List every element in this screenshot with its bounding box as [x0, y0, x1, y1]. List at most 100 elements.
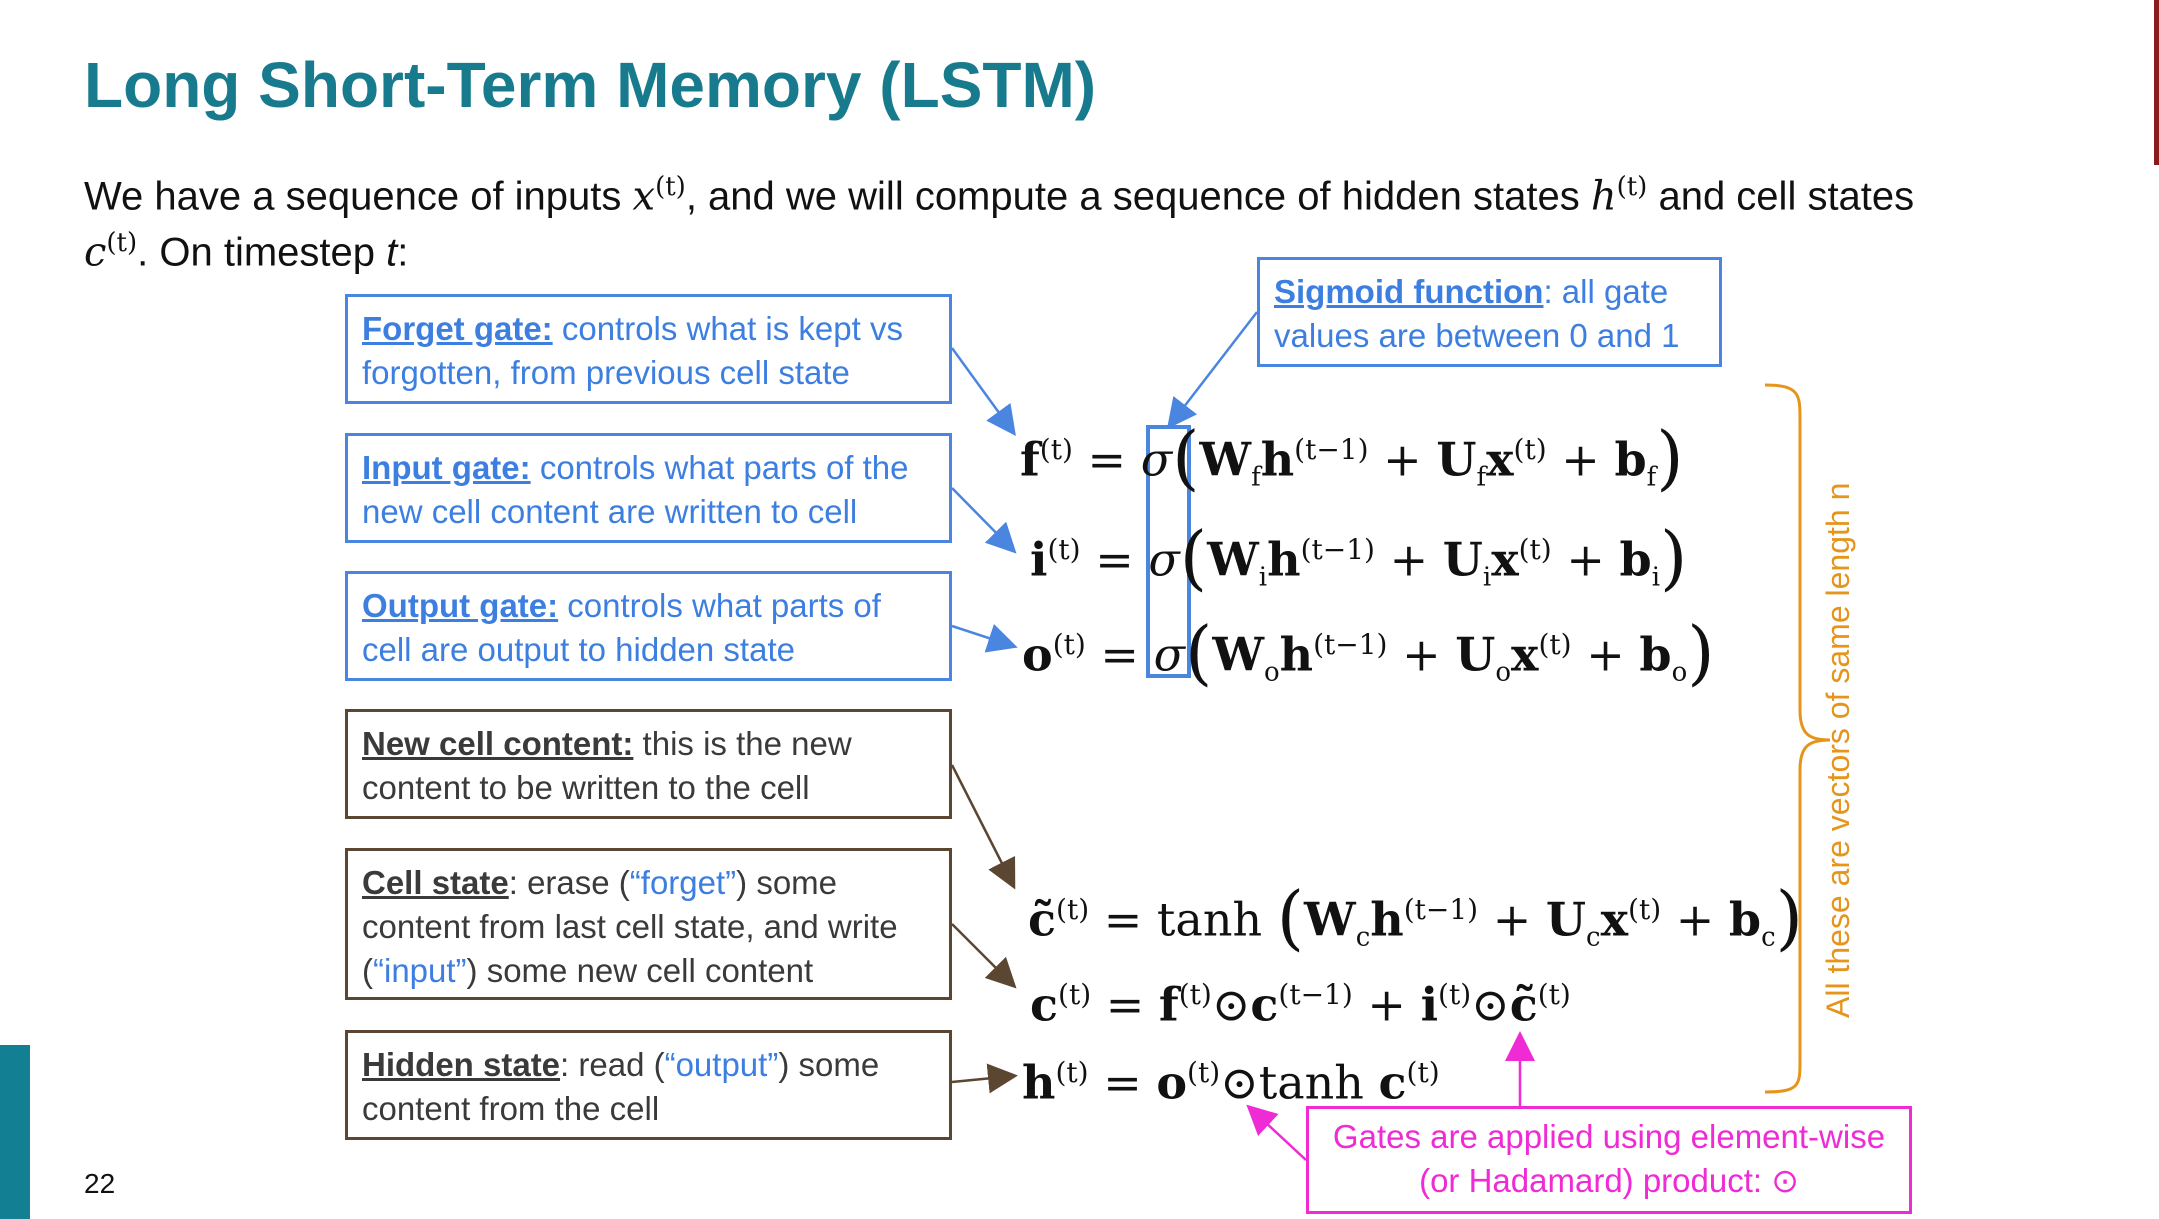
intro-text-e: : [397, 230, 409, 275]
eq-f-sup: (t) [1039, 433, 1073, 466]
eq-i-x: x [1491, 532, 1519, 587]
input-gate-box: Input gate: controls what parts of the n… [345, 433, 952, 543]
eq-f-equals: = [1087, 432, 1127, 487]
eq-h-csup: (t) [1406, 1056, 1440, 1089]
hidden-state-arrow [951, 1063, 1018, 1094]
eq-ct-tanh: tanh [1156, 892, 1263, 947]
c-variable: c [84, 229, 107, 276]
intro-line-1: We have a sequence of inputs x(t), and w… [84, 172, 1914, 219]
equation-new-cell-content: c̃(t) = tanh (Wch(t−1) + Ucx(t) + bc) [1028, 880, 1803, 968]
eq-o-U: U [1455, 627, 1496, 682]
slide-title: Long Short-Term Memory (LSTM) [84, 49, 1097, 121]
equation-cell-state: c(t) = f(t)⊙c(t−1) + i(t)⊙c̃(t) [1030, 965, 1571, 1034]
eq-ct-W: W [1304, 892, 1356, 947]
hidden-state-box: Hidden state: read (“output”) some conte… [345, 1030, 952, 1140]
intro-text-d: . On timestep [137, 230, 387, 275]
hadamard-note-box: Gates are applied using element-wise (or… [1306, 1106, 1912, 1214]
c-superscript: (t) [106, 228, 138, 258]
hadamard-note-line-1: Gates are applied using element-wise [1332, 1118, 1886, 1155]
eq-h-o: o [1156, 1055, 1188, 1110]
eq-i-Usub: i [1482, 562, 1492, 593]
eq-c-i: i [1420, 977, 1439, 1032]
output-gate-keyword: Output gate: [362, 587, 559, 624]
eq-f-xsup: (t) [1513, 433, 1547, 466]
input-gate-text: controls what parts of the new cell cont… [362, 449, 909, 530]
eq-ct-equals: = [1103, 892, 1143, 947]
eq-ct-lhs: c̃ [1028, 892, 1057, 947]
eq-o-sup: (t) [1052, 628, 1086, 661]
t-variable: t [386, 230, 398, 275]
eq-i-plus2: + [1566, 532, 1605, 587]
eq-h-tanh: tanh [1258, 1055, 1364, 1110]
eq-i-sup: (t) [1047, 533, 1081, 566]
eq-o-xsup: (t) [1538, 628, 1572, 661]
output-gate-text: controls what parts of cell are output t… [362, 587, 881, 668]
eq-f-lhs: f [1020, 432, 1040, 487]
eq-c-cprev: c [1250, 977, 1279, 1032]
eq-o-plus2: + [1586, 627, 1625, 682]
eq-ct-bsub: c [1761, 922, 1776, 953]
cell-state-forget-quote: “forget” [629, 864, 737, 901]
eq-o-lparen: ( [1185, 611, 1213, 694]
eq-o-rparen: ) [1687, 611, 1715, 694]
sigmoid-arrow [1166, 311, 1258, 429]
x-superscript: (t) [655, 172, 686, 202]
cell-state-box: Cell state: erase (“forget”) some conten… [345, 848, 952, 1000]
eq-f-Wsub: f [1251, 462, 1261, 493]
eq-f-rparen: ) [1656, 416, 1684, 499]
eq-o-b: b [1639, 627, 1672, 682]
eq-o-bsub: o [1671, 657, 1688, 688]
input-gate-keyword: Input gate: [362, 449, 531, 486]
eq-ct-xsup: (t) [1628, 893, 1662, 926]
eq-h-odot: ⊙ [1220, 1055, 1259, 1110]
eq-c-odot1: ⊙ [1211, 977, 1251, 1032]
eq-c-f: f [1158, 977, 1179, 1032]
eq-i-lhs: i [1030, 532, 1048, 587]
new-cell-content-keyword: New cell content: [362, 725, 634, 762]
eq-c-lhs: c [1030, 977, 1059, 1032]
eq-i-Wsub: i [1258, 562, 1268, 593]
forget-gate-keyword: Forget gate: [362, 310, 553, 347]
eq-c-odot2: ⊙ [1471, 977, 1510, 1032]
forget-gate-arrow [950, 347, 1016, 437]
eq-o-W: W [1212, 627, 1264, 682]
eq-c-isup: (t) [1438, 978, 1472, 1011]
output-gate-box: Output gate: controls what parts of cell… [345, 571, 952, 681]
eq-o-equals: = [1100, 627, 1139, 682]
eq-ct-U: U [1545, 892, 1587, 947]
cell-state-keyword: Cell state [362, 864, 509, 901]
eq-i-rparen: ) [1660, 516, 1688, 599]
h-superscript: (t) [1616, 172, 1648, 202]
eq-ct-sup: (t) [1056, 893, 1090, 926]
eq-i-W: W [1207, 532, 1259, 587]
eq-i-hsup: (t−1) [1300, 533, 1375, 566]
equation-hidden-state: h(t) = o(t)⊙tanh c(t) [1022, 1043, 1440, 1112]
eq-c-ct: c̃ [1509, 977, 1538, 1032]
eq-i-xsup: (t) [1518, 533, 1552, 566]
equation-forget-gate: f(t) = σ(Wfh(t−1) + Ufx(t) + bf) [1020, 420, 1684, 508]
eq-f-plus1: + [1383, 432, 1422, 487]
eq-ct-rparen: ) [1775, 876, 1803, 959]
eq-h-c: c [1378, 1055, 1407, 1110]
eq-f-plus2: + [1561, 432, 1600, 487]
intro-text-b: , and we will compute a sequence of hidd… [685, 174, 1591, 219]
eq-c-plus: + [1367, 977, 1406, 1032]
hadamard-note-line-2: (or Hadamard) product: ⊙ [1419, 1162, 1799, 1199]
cell-state-input-quote: “input” [373, 952, 467, 989]
eq-f-bsub: f [1646, 462, 1657, 493]
new-cell-content-box: New cell content: this is the new conten… [345, 709, 952, 819]
h-variable: h [1590, 173, 1617, 220]
sigmoid-keyword: Sigmoid function [1274, 273, 1544, 310]
eq-h-sup: (t) [1055, 1056, 1089, 1089]
eq-h-osup: (t) [1187, 1056, 1221, 1089]
eq-c-sup: (t) [1058, 978, 1092, 1011]
eq-o-hsup: (t−1) [1313, 628, 1388, 661]
cell-state-text-c: ) some new cell content [466, 952, 814, 989]
eq-i-sigma: σ [1148, 532, 1180, 587]
eq-f-x: x [1486, 432, 1514, 487]
input-gate-arrow [951, 487, 1017, 554]
eq-ct-x: x [1600, 892, 1629, 947]
eq-i-lparen: ( [1179, 516, 1208, 599]
sigmoid-function-box: Sigmoid function: all gate values are be… [1257, 257, 1722, 367]
